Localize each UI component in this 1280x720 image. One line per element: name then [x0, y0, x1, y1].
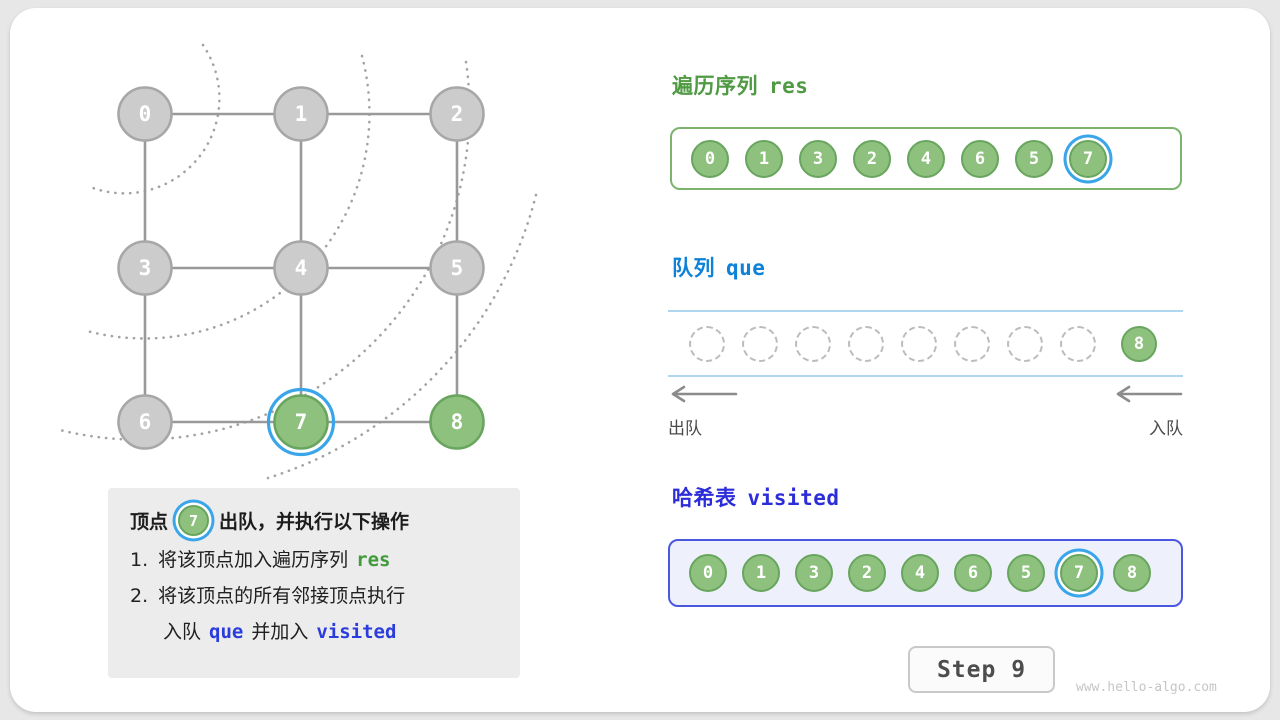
queue-empty-slot — [689, 325, 725, 362]
graph: 0 1 2 3 4 5 6 7 8 — [58, 43, 538, 480]
value-circle-8: 8 — [1121, 325, 1157, 362]
value-circle-1: 1 — [742, 554, 780, 592]
value-circle-4: 4 — [907, 139, 945, 178]
que-title-code: que — [726, 256, 766, 280]
visited-title-zh: 哈希表 — [672, 486, 737, 510]
graph-vertex-2: 2 — [429, 86, 485, 142]
que-title-zh: 队列 — [672, 256, 715, 280]
graph-vertex-3: 3 — [117, 240, 173, 296]
action-info-box: 顶点 7 出队，并执行以下操作 1. 将该顶点加入遍历序列 res 2. 将该顶点的所… — [108, 488, 520, 678]
dequeue-label: 出队 — [668, 419, 702, 439]
value-circle-0: 0 — [691, 139, 729, 178]
value-circle-2: 2 — [848, 554, 886, 592]
value-circle-5: 5 — [1007, 554, 1045, 592]
visited-panel-title: 哈希表 visited — [672, 482, 840, 512]
value-circle-8: 8 — [1113, 554, 1151, 592]
step-3-text-b: 并加入 — [251, 621, 309, 643]
step-1-code-res: res — [356, 549, 391, 571]
svg-text:1: 1 — [295, 102, 308, 126]
svg-text:8: 8 — [451, 410, 464, 434]
value-circle-6: 6 — [961, 139, 999, 178]
res-title-code: res — [769, 74, 809, 98]
bfs-level-arc-1 — [91, 43, 221, 195]
queue-empty-slot — [1060, 325, 1096, 362]
info-step-1: 1. 将该顶点加入遍历序列 res — [130, 548, 500, 572]
step-3-code-visited: visited — [316, 621, 397, 643]
svg-text:0: 0 — [139, 102, 152, 126]
queue-empty-slot — [742, 325, 778, 362]
visited-title-code: visited — [747, 486, 840, 510]
info-prefix: 顶点 — [130, 511, 169, 533]
graph-vertex-7: 7 — [266, 387, 336, 457]
step-3-code-que: que — [209, 621, 244, 643]
svg-text:3: 3 — [139, 256, 152, 280]
queue-empty-slot — [901, 325, 937, 362]
svg-text:5: 5 — [451, 256, 464, 280]
graph-vertex-8: 8 — [429, 394, 485, 450]
svg-text:6: 6 — [139, 410, 152, 434]
info-suffix: 出队，并执行以下操作 — [219, 511, 410, 533]
queue-empty-slot — [795, 325, 831, 362]
queue-strip: 8 — [668, 310, 1183, 377]
value-circle-3: 3 — [795, 554, 833, 592]
value-circle-5: 5 — [1015, 139, 1053, 178]
step-1-number: 1. — [130, 549, 149, 571]
dequeue-arrow-icon — [671, 385, 738, 403]
enqueue-arrow-icon — [1116, 385, 1183, 403]
step-1-text: 将该顶点加入遍历序列 — [158, 549, 349, 571]
queue-empty-slot — [1007, 325, 1043, 362]
svg-text:7: 7 — [295, 410, 308, 434]
step-2-text: 将该顶点的所有邻接顶点执行 — [158, 585, 406, 607]
watermark: www.hello-algo.com — [1076, 680, 1217, 695]
res-title-zh: 遍历序列 — [672, 74, 758, 98]
info-headline: 顶点 7 出队，并执行以下操作 — [130, 505, 500, 536]
bfs-level-arc-2 — [85, 54, 371, 340]
graph-vertex-5: 5 — [429, 240, 485, 296]
step-2-number: 2. — [130, 585, 149, 607]
value-circle-0: 0 — [689, 554, 727, 592]
value-circle-1: 1 — [745, 139, 783, 178]
que-panel-title: 队列 que — [672, 252, 765, 282]
value-circle-7: 7 — [1060, 554, 1098, 592]
graph-vertex-6: 6 — [117, 394, 173, 450]
value-circle-6: 6 — [954, 554, 992, 592]
value-circle-3: 3 — [799, 139, 837, 178]
graph-vertex-0: 0 — [117, 86, 173, 142]
res-panel-title: 遍历序列 res — [672, 70, 808, 100]
value-circle-4: 4 — [901, 554, 939, 592]
step-indicator: Step 9 — [908, 646, 1055, 693]
svg-text:2: 2 — [451, 102, 464, 126]
info-step-2: 2. 将该顶点的所有邻接顶点执行 — [130, 584, 500, 608]
graph-vertex-4: 4 — [273, 240, 329, 296]
queue-empty-slot — [848, 325, 884, 362]
step-3-text-a: 入队 — [163, 621, 202, 643]
value-circle-7: 7 — [1069, 139, 1107, 178]
enqueue-label: 入队 — [1149, 419, 1183, 439]
svg-text:4: 4 — [295, 256, 308, 280]
info-vertex-circle: 7 — [178, 505, 210, 536]
info-step-2-continued: 入队 que 并加入 visited — [130, 620, 500, 644]
queue-empty-slot — [954, 325, 990, 362]
graph-vertex-1: 1 — [273, 86, 329, 142]
value-circle-2: 2 — [853, 139, 891, 178]
